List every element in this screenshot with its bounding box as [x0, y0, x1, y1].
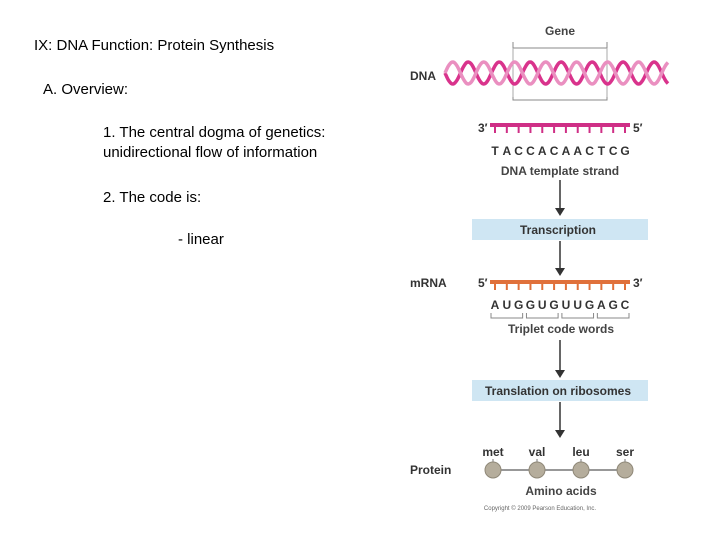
base-letter: A	[491, 298, 500, 312]
mrna-3prime: 3′	[633, 276, 643, 290]
codon-bracket	[561, 313, 595, 319]
base-letter: G	[526, 298, 535, 312]
arrow-head-1	[555, 208, 565, 216]
amino-acid-label: met	[482, 445, 503, 459]
codon-bracket	[596, 313, 630, 319]
base-letter: T	[598, 144, 606, 158]
mrna-bases	[494, 282, 626, 290]
base-letter: C	[621, 298, 630, 312]
amino-acid-chain: met val leu ser	[482, 445, 634, 479]
base-letter: A	[597, 298, 606, 312]
amino-acid-bead	[528, 461, 546, 479]
amino-acid-bead	[484, 461, 502, 479]
triplet-caption: Triplet code words	[508, 322, 614, 336]
base-letter: C	[550, 144, 559, 158]
base-letter: C	[585, 144, 594, 158]
amino-acid-bead	[572, 461, 590, 479]
base-letter: A	[573, 144, 582, 158]
gene-bracket-bottom	[512, 97, 608, 101]
point-code-is: 2. The code is:	[103, 189, 202, 206]
transcription-box	[472, 219, 648, 240]
base-letter: G	[514, 298, 523, 312]
section-heading: A. Overview:	[43, 81, 129, 98]
base-letter: U	[538, 298, 547, 312]
amino-acid-label: leu	[572, 445, 589, 459]
amino-acid-label: val	[529, 445, 546, 459]
base-letter: A	[562, 144, 571, 158]
base-letter: C	[514, 144, 523, 158]
transcription-label: Transcription	[520, 223, 596, 237]
copyright-notice: Copyright © 2009 Pearson Education, Inc.	[484, 505, 596, 512]
helix-strand-b	[443, 60, 670, 86]
mrna-5prime: 5′	[478, 276, 488, 290]
dna-double-helix	[443, 60, 670, 86]
point-central-dogma-line1: 1. The central dogma of genetics:	[103, 124, 326, 141]
codon-bracket	[525, 313, 559, 319]
template-3prime: 3′	[478, 121, 488, 135]
arrow-head-3	[555, 370, 565, 378]
template-5prime: 5′	[633, 121, 643, 135]
base-letter: C	[526, 144, 535, 158]
base-letter: A	[538, 144, 547, 158]
base-letter: U	[502, 298, 511, 312]
translation-label: Translation on ribosomes	[485, 384, 631, 398]
gene-bracket-top	[512, 42, 608, 49]
translation-box	[472, 380, 648, 401]
point-code-linear: - linear	[178, 231, 224, 248]
arrow-head-2	[555, 268, 565, 276]
base-letter: G	[585, 298, 594, 312]
slide-title: IX: DNA Function: Protein Synthesis	[34, 37, 275, 54]
dna-label: DNA	[410, 69, 436, 83]
base-letter: C	[609, 144, 618, 158]
gene-bracket-sides	[512, 48, 608, 97]
amino-caption: Amino acids	[525, 484, 597, 498]
template-caption: DNA template strand	[501, 164, 619, 178]
base-letter: T	[491, 144, 499, 158]
codon-bracket	[490, 313, 524, 319]
base-letter: G	[620, 144, 629, 158]
triplet-brackets	[490, 313, 630, 319]
amino-acid-bead	[616, 461, 634, 479]
base-letter: U	[562, 298, 571, 312]
protein-label: Protein	[410, 463, 451, 477]
point-central-dogma: 1. The central dogma of genetics: unidir…	[103, 123, 325, 163]
base-letter: G	[609, 298, 618, 312]
base-letter: U	[573, 298, 582, 312]
point-central-dogma-line2: unidirectional flow of information	[103, 144, 318, 161]
base-letter: A	[502, 144, 511, 158]
amino-acid-label: ser	[616, 445, 634, 459]
arrow-head-4	[555, 430, 565, 438]
mrna-label: mRNA	[410, 276, 447, 290]
template-bases	[494, 125, 626, 133]
base-letter: G	[549, 298, 558, 312]
gene-label: Gene	[545, 24, 575, 38]
